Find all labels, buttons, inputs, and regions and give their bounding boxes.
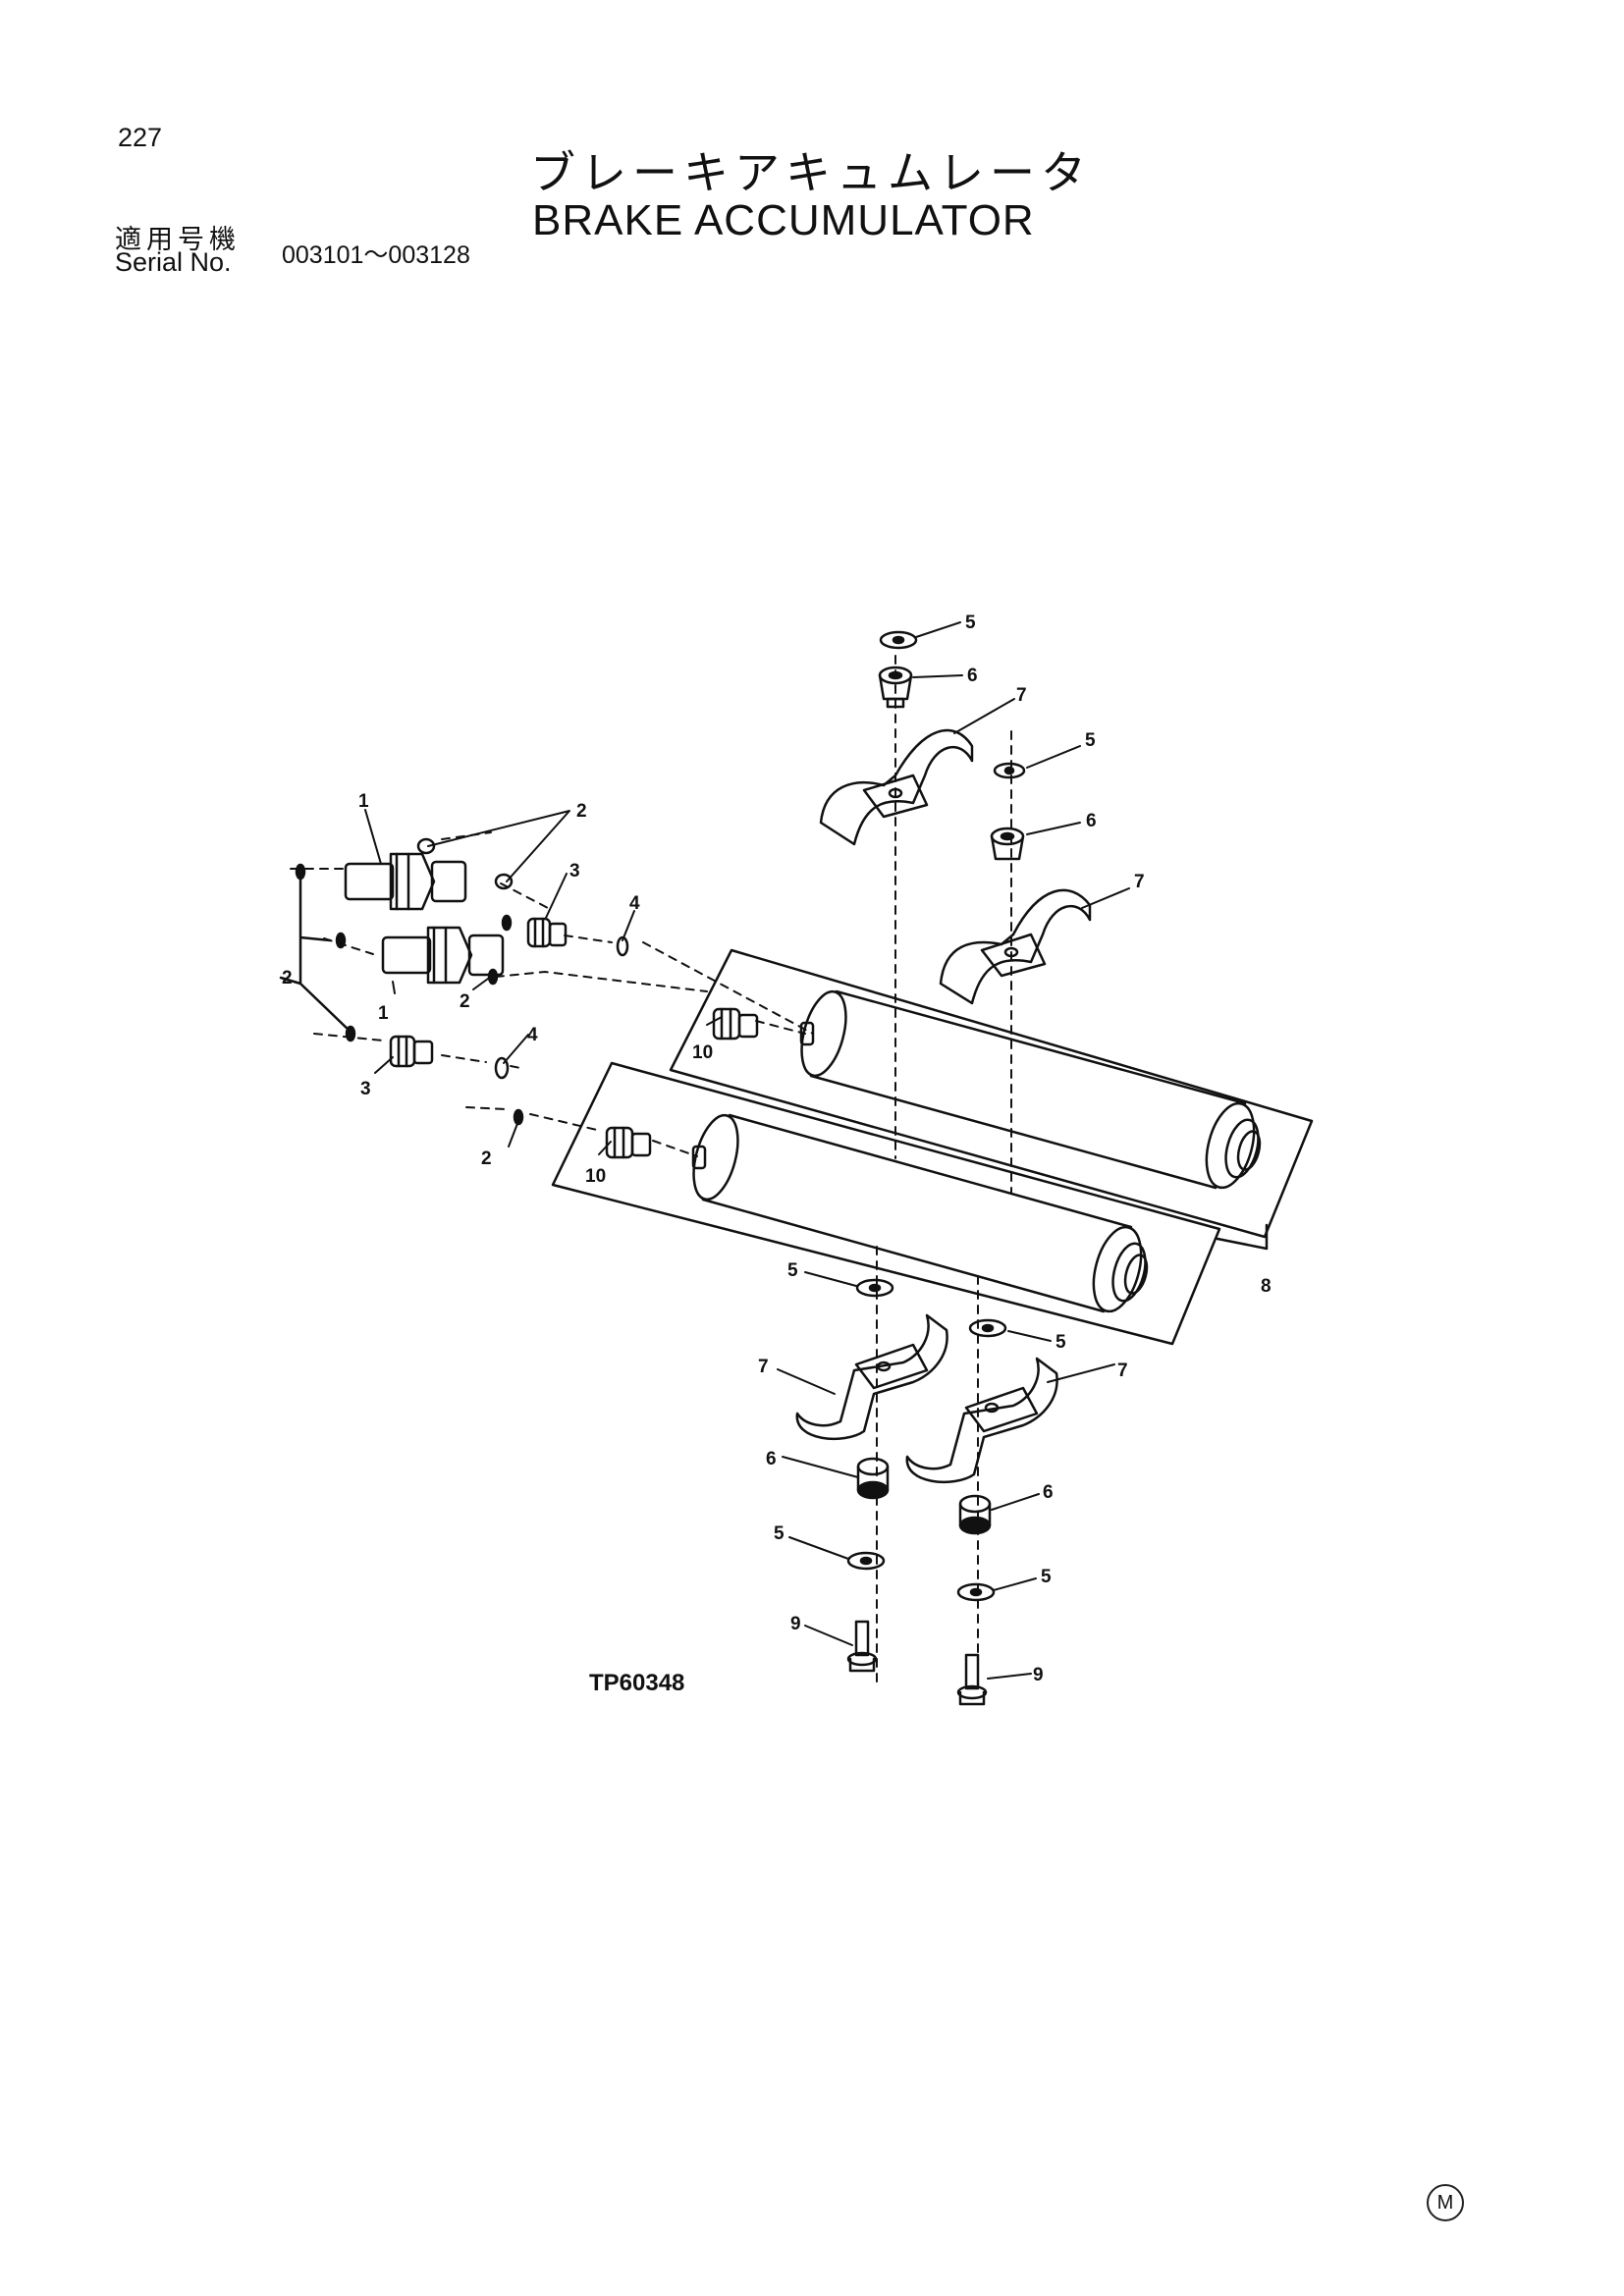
serial-range: 003101～003128 xyxy=(282,241,470,269)
bushing xyxy=(878,666,913,709)
o-ring xyxy=(487,968,499,986)
callout-10: 10 xyxy=(692,1042,713,1063)
washer xyxy=(981,1323,995,1333)
washer xyxy=(868,1283,882,1293)
union-fitting-upper xyxy=(344,852,467,911)
washer xyxy=(969,1587,983,1597)
callout-1: 1 xyxy=(358,791,369,812)
serial-label-english: Serial No. xyxy=(115,247,232,277)
callout-7: 7 xyxy=(1016,685,1027,706)
callout-2: 2 xyxy=(576,801,587,822)
washer xyxy=(968,1318,1007,1338)
o-ring xyxy=(345,1025,356,1042)
bushing xyxy=(990,827,1025,861)
callout-9: 9 xyxy=(1033,1665,1044,1685)
o-ring xyxy=(416,837,436,855)
callout-5: 5 xyxy=(774,1523,785,1544)
assembly-lines xyxy=(290,655,1012,1689)
callout-7: 7 xyxy=(1117,1361,1128,1381)
o-ring xyxy=(501,914,513,932)
o-ring-large xyxy=(616,935,629,957)
accumulator-cylinder-upper xyxy=(799,989,1262,1190)
callout-7: 7 xyxy=(1134,872,1145,892)
washer xyxy=(993,762,1026,779)
title-english: BRAKE ACCUMULATOR xyxy=(532,196,1035,244)
adapter-fitting-lower xyxy=(389,1035,434,1068)
callout-5: 5 xyxy=(965,613,976,633)
bolt xyxy=(846,1620,878,1673)
callout-8: 8 xyxy=(1261,1276,1272,1297)
union-fitting-lower xyxy=(381,926,505,985)
callout-6: 6 xyxy=(967,666,978,686)
accumulator-panel-lower xyxy=(551,1061,1221,1346)
clamp-lower-left xyxy=(795,1313,948,1441)
leader-lines xyxy=(364,621,1130,1680)
callout-4: 4 xyxy=(527,1025,538,1045)
washer xyxy=(879,630,918,650)
washer xyxy=(1003,766,1015,775)
callout-10: 10 xyxy=(585,1166,606,1187)
callout-5: 5 xyxy=(787,1260,798,1281)
o-ring-large xyxy=(494,1056,510,1080)
callout-6: 6 xyxy=(766,1449,777,1469)
washer xyxy=(859,1556,873,1566)
page-number: 227 xyxy=(118,123,163,152)
accumulator-panel-upper xyxy=(669,948,1314,1239)
washer xyxy=(846,1551,886,1571)
corner-mark: M xyxy=(1427,2184,1464,2221)
o-ring xyxy=(335,932,347,949)
callout-3: 3 xyxy=(360,1079,371,1099)
leader-2-left xyxy=(279,870,353,1035)
adapter-fitting-upper xyxy=(526,917,568,948)
leader-8 xyxy=(1216,1223,1269,1251)
callout-5: 5 xyxy=(1056,1332,1066,1353)
callout-5: 5 xyxy=(1041,1567,1052,1587)
connector-fitting-upper xyxy=(712,1007,759,1041)
callout-2: 2 xyxy=(481,1148,492,1169)
o-ring xyxy=(494,873,514,890)
o-ring xyxy=(513,1108,524,1126)
callout-6: 6 xyxy=(1043,1482,1054,1503)
accumulator-cylinder-lower xyxy=(691,1113,1149,1313)
washer xyxy=(892,635,905,645)
callout-4: 4 xyxy=(629,893,640,914)
serial-label-japanese: 適用号機 xyxy=(115,225,241,255)
drawing-code: TP60348 xyxy=(589,1670,684,1696)
callout-7: 7 xyxy=(758,1357,769,1377)
clamp-lower-right xyxy=(905,1357,1058,1484)
washer xyxy=(956,1582,996,1602)
o-ring xyxy=(295,863,306,881)
title-japanese: ブレーキアキュムレータ xyxy=(530,146,1092,199)
callout-2: 2 xyxy=(460,991,470,1012)
callout-9: 9 xyxy=(790,1614,801,1634)
callout-labels: 1 1 2 2 2 2 3 3 4 4 5 5 5 5 5 5 6 6 6 6 … xyxy=(282,613,1272,1696)
bolt xyxy=(956,1653,988,1706)
callout-6: 6 xyxy=(1086,811,1097,831)
washer xyxy=(855,1278,894,1298)
clamp-upper-right xyxy=(939,888,1092,1005)
bushing xyxy=(856,1457,890,1500)
connector-fitting-lower xyxy=(605,1126,652,1159)
callout-2: 2 xyxy=(282,968,293,988)
bushing xyxy=(958,1494,992,1535)
callout-1: 1 xyxy=(378,1003,389,1024)
callout-3: 3 xyxy=(569,861,580,881)
callout-5: 5 xyxy=(1085,730,1096,751)
clamp-upper-left xyxy=(819,728,974,846)
